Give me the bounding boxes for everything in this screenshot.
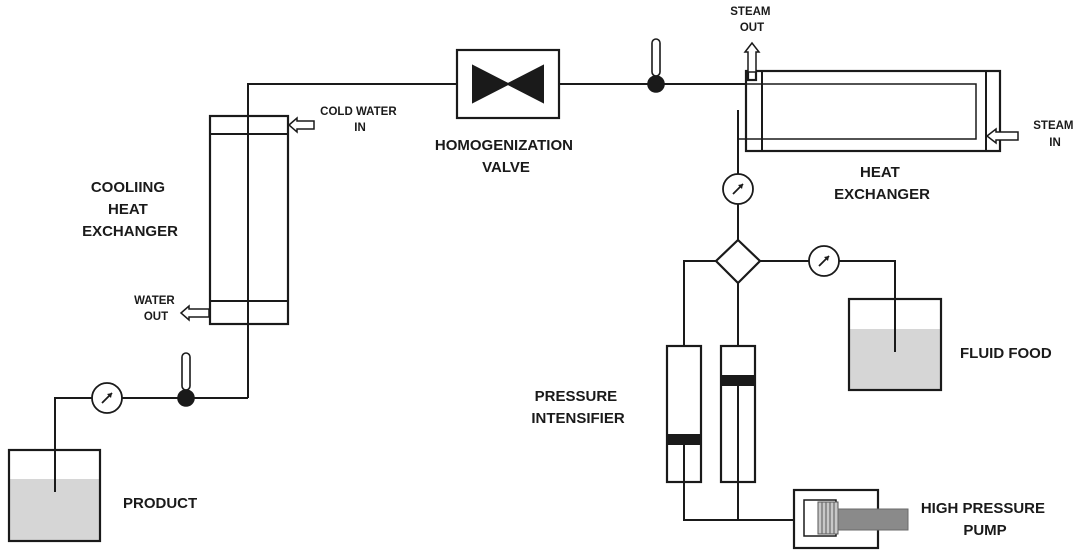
homogenization-valve-label: HOMOGENIZATION VALVE [435, 137, 577, 176]
pressure-gauge-icon [91, 382, 123, 414]
pressure-gauge-icon [722, 173, 754, 205]
heat-exchanger-label: HEAT EXCHANGER [834, 164, 930, 203]
steam-in-label: STEAM IN [1033, 120, 1076, 149]
cooling-heat-exchanger-label: COOLIING HEAT EXCHANGER [82, 179, 178, 240]
intensifier-piston-center [721, 375, 755, 386]
steam-in-arrow-icon [985, 127, 1019, 145]
cold-water-in-label: COLD WATER IN [320, 106, 400, 134]
heat-exchanger [737, 69, 1002, 153]
product-tank [7, 448, 102, 543]
cooling-heat-exchanger [208, 114, 290, 326]
thermometer-icon [177, 352, 195, 407]
homogenization-valve [455, 48, 561, 120]
pump-piston [817, 501, 909, 535]
water-out-label: WATER OUT [134, 295, 178, 323]
pressure-intensifier [665, 344, 757, 484]
pipe-product-line [54, 397, 248, 490]
high-pressure-pump-label: HIGH PRESSURE PUMP [921, 500, 1049, 539]
cold-water-in-arrow-icon [287, 116, 315, 134]
diamond-valve-icon [714, 238, 762, 285]
intensifier-piston-left [667, 434, 701, 445]
high-pressure-pump [792, 488, 909, 550]
steam-out-label: STEAM OUT [730, 6, 773, 34]
pipe-pump-left [683, 482, 794, 521]
pipe-intensifier-left [683, 260, 716, 346]
pressure-gauge-icon [808, 245, 840, 277]
bowtie-valve-icon [472, 64, 544, 104]
heat-exchanger-coil [737, 83, 977, 152]
fluid-food-label: FLUID FOOD [960, 345, 1052, 362]
steam-out-arrow-icon [743, 41, 761, 73]
thermometer-icon [647, 38, 665, 93]
fluid-food-tank [847, 297, 943, 392]
product-label: PRODUCT [123, 495, 197, 512]
water-out-arrow-icon [179, 304, 210, 322]
pressure-intensifier-label: PRESSURE INTENSIFIER [531, 388, 625, 427]
